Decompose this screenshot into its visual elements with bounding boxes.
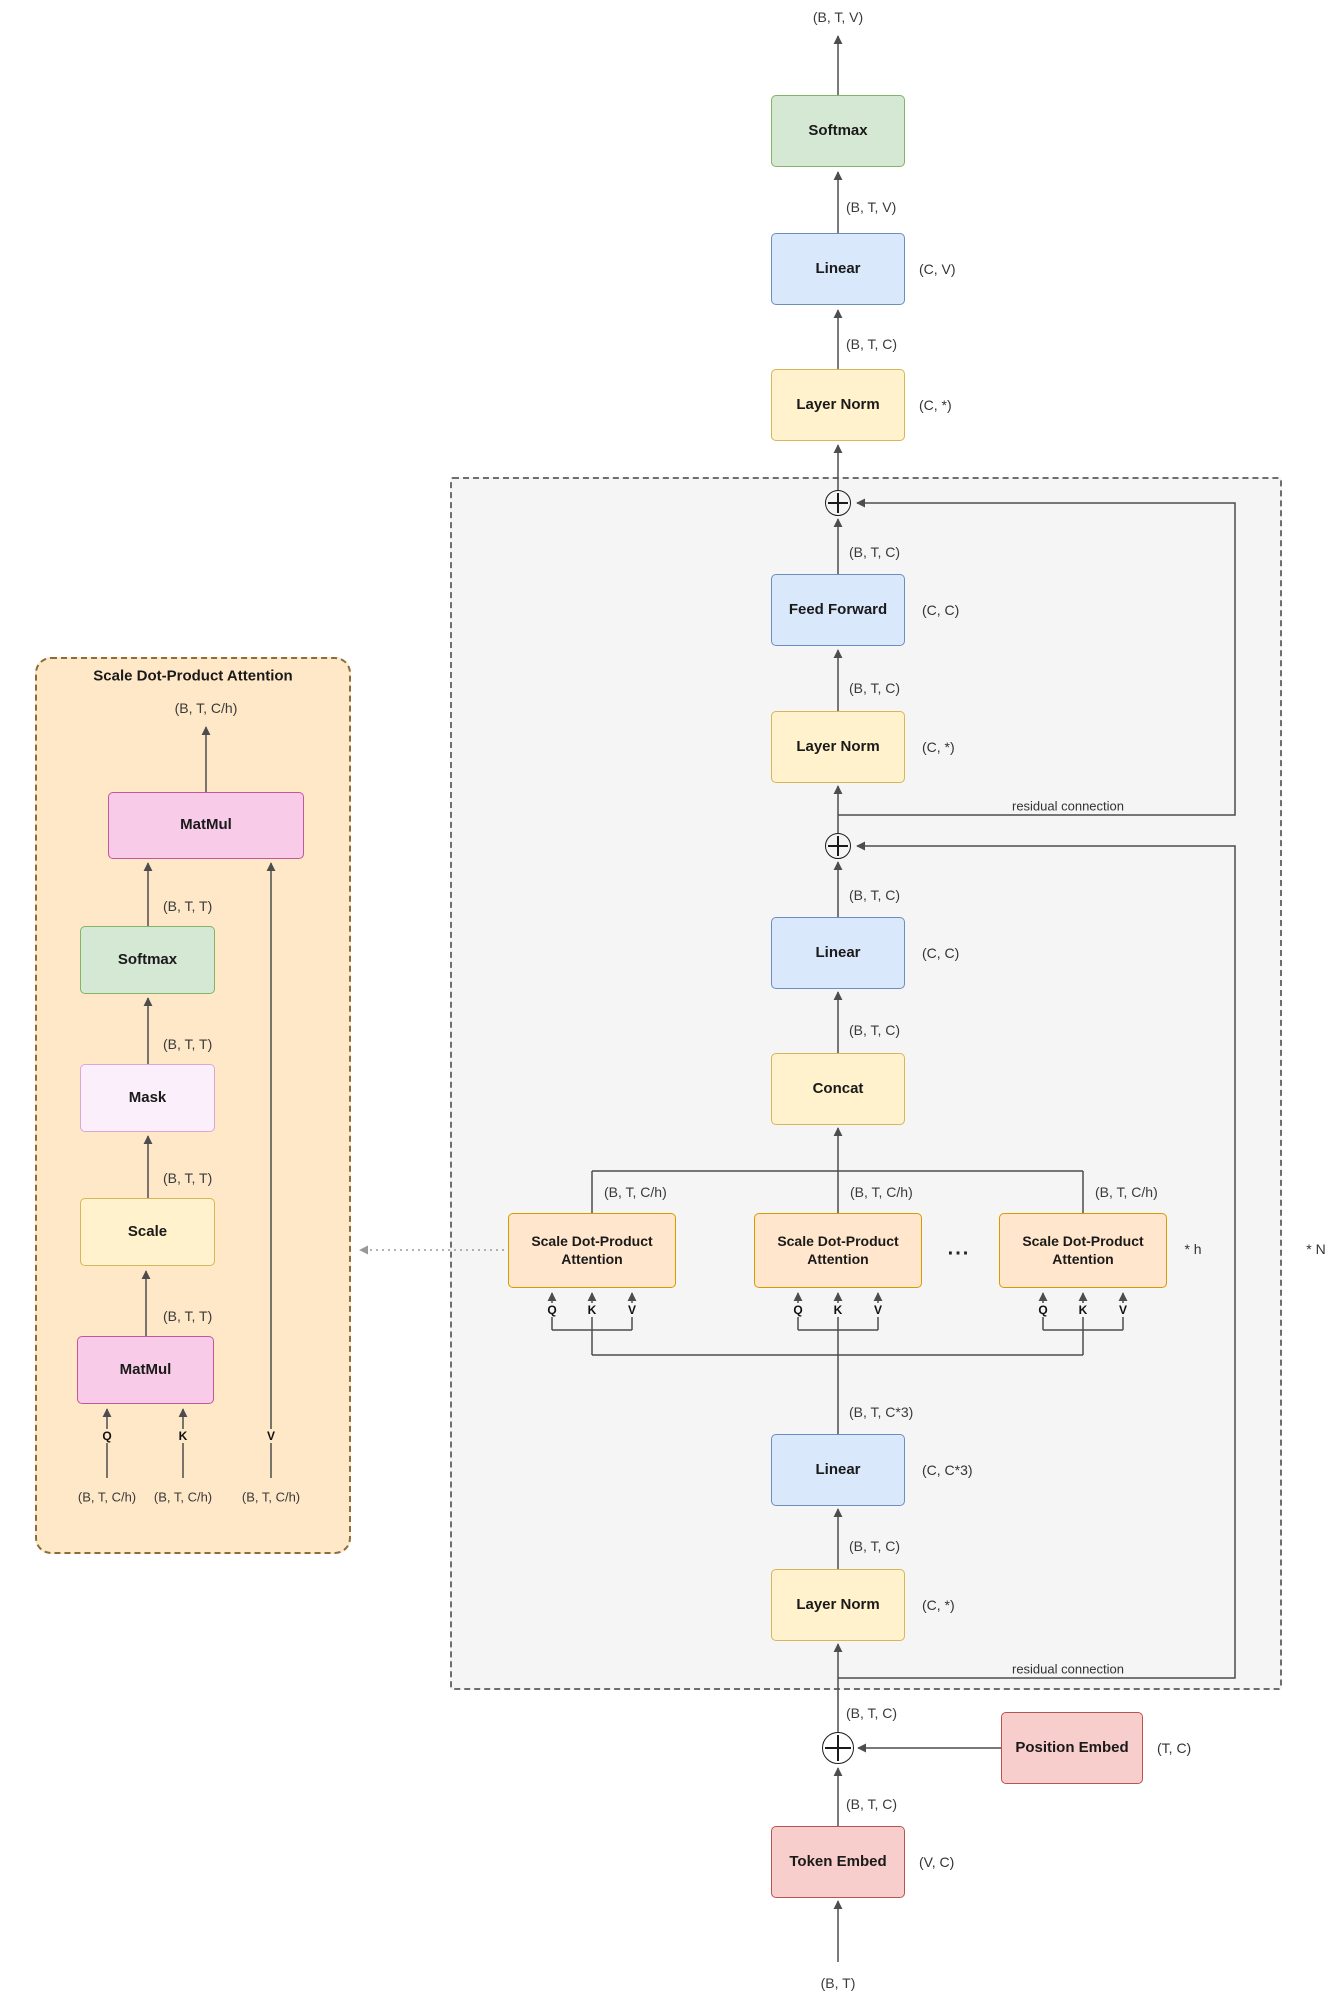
head-output-shape-label: (B, T, C/h)	[847, 1184, 916, 1200]
softmax-head-node: Softmax	[771, 95, 905, 167]
tensor-shape-label: (B, T, C)	[846, 1796, 898, 1812]
mask-node: Mask	[80, 1064, 215, 1132]
scale-node: Scale	[80, 1198, 215, 1266]
param-label: (C, *)	[919, 397, 952, 413]
v-label: V	[624, 1303, 640, 1317]
tensor-shape-label: (B, T, T)	[160, 1036, 216, 1052]
residual-connection-label: residual connection	[1008, 1661, 1128, 1677]
k-label: K	[1075, 1303, 1091, 1317]
residual-add-icon	[822, 1732, 854, 1764]
feed-forward-node: Feed Forward	[771, 574, 905, 646]
q-label: Q	[544, 1303, 560, 1317]
v-label: V	[263, 1429, 279, 1443]
detail-softmax-node: Softmax	[80, 926, 215, 994]
tensor-shape-label: (B, T, C)	[846, 1022, 904, 1038]
linear-head-node: Linear	[771, 233, 905, 305]
param-label: (T, C)	[1157, 1740, 1192, 1756]
attention-head-node: Scale Dot-Product Attention	[999, 1213, 1167, 1288]
q-shape-label: (B, T, C/h)	[77, 1489, 137, 1505]
concat-node: Concat	[771, 1053, 905, 1125]
residual-add-icon	[825, 490, 851, 516]
attention-head-node: Scale Dot-Product Attention	[754, 1213, 922, 1288]
head-output-shape-label: (B, T, C/h)	[1092, 1184, 1161, 1200]
tensor-shape-label: (B, T, T)	[160, 898, 216, 914]
linear-qkv-node: Linear	[771, 1434, 905, 1506]
residual-connection-label: residual connection	[1008, 798, 1128, 814]
tensor-shape-label: (B, T, C)	[846, 336, 898, 352]
q-label: Q	[99, 1429, 115, 1443]
head-output-shape-label: (B, T, C/h)	[601, 1184, 670, 1200]
v-label: V	[1115, 1303, 1131, 1317]
matmul-av-node: MatMul	[108, 792, 304, 859]
tensor-shape-label: (B, T, C)	[846, 887, 904, 903]
output-shape-label: (B, T, V)	[812, 9, 864, 25]
tensor-shape-label: (B, T, C)	[846, 680, 904, 696]
v-label: V	[870, 1303, 886, 1317]
param-label: (C, *)	[919, 739, 958, 755]
q-label: Q	[790, 1303, 806, 1317]
tensor-shape-label: (B, T, V)	[846, 199, 897, 215]
detail-output-shape-label: (B, T, C/h)	[171, 700, 241, 716]
param-label: (C, C)	[919, 602, 963, 618]
detail-title: Scale Dot-Product Attention	[93, 667, 293, 685]
tensor-shape-label: (B, T, T)	[160, 1170, 216, 1186]
token-embed-node: Token Embed	[771, 1826, 905, 1898]
v-shape-label: (B, T, C/h)	[241, 1489, 301, 1505]
param-label: (C, C*3)	[919, 1462, 976, 1478]
position-embed-node: Position Embed	[1001, 1712, 1143, 1784]
param-label: (C, *)	[919, 1597, 958, 1613]
k-label: K	[584, 1303, 600, 1317]
block-repeat-label: * N	[1306, 1241, 1326, 1257]
input-shape-label: (B, T)	[820, 1975, 856, 1991]
layernorm-final-node: Layer Norm	[771, 369, 905, 441]
tensor-shape-label: (B, T, C*3)	[846, 1404, 917, 1420]
layernorm2-node: Layer Norm	[771, 711, 905, 783]
param-label: (C, C)	[919, 945, 963, 961]
tensor-shape-label: (B, T, T)	[160, 1308, 216, 1324]
tensor-shape-label: (B, T, C)	[846, 1538, 904, 1554]
heads-repeat-label: * h	[1184, 1241, 1202, 1257]
heads-ellipsis: ...	[947, 1237, 971, 1260]
k-label: K	[175, 1429, 191, 1443]
layernorm1-node: Layer Norm	[771, 1569, 905, 1641]
q-label: Q	[1035, 1303, 1051, 1317]
tensor-shape-label: (B, T, C)	[846, 544, 904, 560]
param-label: (V, C)	[919, 1854, 955, 1870]
attention-proj-linear-node: Linear	[771, 917, 905, 989]
matmul-qk-node: MatMul	[77, 1336, 214, 1404]
attention-head-node: Scale Dot-Product Attention	[508, 1213, 676, 1288]
param-label: (C, V)	[919, 261, 956, 277]
tensor-shape-label: (B, T, C)	[846, 1705, 898, 1721]
k-shape-label: (B, T, C/h)	[153, 1489, 213, 1505]
k-label: K	[830, 1303, 846, 1317]
residual-add-icon	[825, 833, 851, 859]
